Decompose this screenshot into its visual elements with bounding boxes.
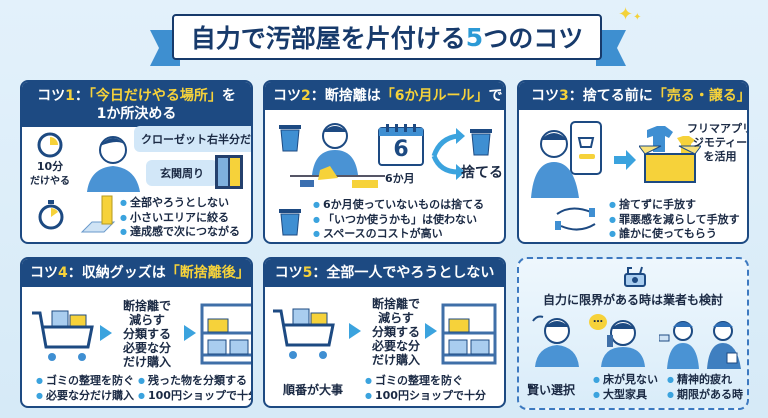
- tip-4-header: コツ4：収納グッズは「断捨離後」に: [22, 259, 251, 287]
- door-icon: [80, 195, 116, 233]
- tip-2-bullets: 6か月使っていないものは捨てる「いつか使うかも」は使わないスペースのコストが高い: [313, 198, 484, 242]
- apps-label: フリマアプリジモティーを活用: [687, 122, 749, 163]
- tip-3-header: コツ3：捨てる前に「売る・譲る」: [519, 82, 747, 110]
- thinking-person-illustration: [87, 136, 140, 192]
- play-arrow-icon-2: [425, 323, 437, 339]
- sorting-person-illustration: [290, 123, 385, 188]
- pro-bullets-right: 精神的疲れ期限がある時: [667, 373, 743, 402]
- play-arrow-icon-2: [184, 325, 196, 341]
- tip-card-5: コツ5：全部一人でやろうとしない 断捨離で減らす分類する必要な分だけ購入 順番が…: [263, 257, 506, 408]
- discard-label: 捨てる: [461, 165, 503, 181]
- shopping-cart-icon: [273, 308, 335, 359]
- tip-1-bullets: 全部やろうとしない小さいエリアに絞る達成感で次につながる: [120, 196, 240, 240]
- trash-can-icon: [279, 125, 301, 152]
- clock-icon: [37, 132, 63, 158]
- giving-hands-icon: [555, 207, 596, 231]
- bubble-entrance: 玄関周り: [146, 160, 218, 186]
- toolbox-icon: [624, 266, 646, 287]
- tip-card-2: コツ2：断捨離は「6か月ルール」で 6 6か月 捨てる 6か月使っていないものは…: [263, 80, 506, 244]
- storage-shelf-icon: [200, 303, 251, 365]
- closet-icon: [215, 155, 243, 189]
- pro-bullets-left: 床が見ない大型家具: [593, 373, 658, 402]
- professional-help-card: 自力に限界がある時は業者も検討 … 賢い選択 床が見ない大型家具 精神的疲れ期限…: [517, 257, 749, 410]
- tip-5-bullets: ゴミの整理を防ぐ100円ショップで十分: [365, 374, 486, 403]
- title-text: 自力で汚部屋を片付ける: [190, 24, 466, 53]
- tip-5-steps: 断捨離で減らす分類する必要な分だけ購入: [371, 297, 420, 367]
- speech-bubble: …: [589, 314, 607, 330]
- tip-5-header: コツ5：全部一人でやろうとしない: [265, 259, 504, 287]
- tip-4-steps: 断捨離で減らす分類する必要な分だけ購入: [122, 299, 171, 369]
- shopping-cart-icon: [32, 310, 94, 361]
- arrows-icon: [431, 128, 465, 180]
- person-with-phone-illustration: [531, 121, 602, 198]
- bubble-closet: クローゼット右半分だけ: [134, 126, 251, 152]
- tip-4-bullets-left: ゴミの整理を防ぐ必要な分だけ購入: [36, 374, 134, 403]
- calendar-icon: [378, 124, 424, 166]
- box-with-clothes-illustration: [639, 126, 701, 183]
- time-label: 10分だけやる: [30, 160, 70, 187]
- title-number: 5: [465, 22, 484, 52]
- phone-caller-illustration: [601, 320, 645, 367]
- title-text-end: つのコツ: [483, 24, 584, 53]
- arrow-right-icon: [614, 150, 636, 170]
- pro-heading: 自力に限界がある時は業者も検討: [542, 293, 723, 307]
- play-arrow-icon: [349, 323, 361, 339]
- wise-choice-label: 賢い選択: [527, 383, 576, 397]
- calendar-number: 6: [393, 137, 409, 162]
- trash-can-icon-2: [470, 129, 492, 156]
- tip-3-bullets: 捨てずに手放す罪悪感を減らして手放す誰かに使ってもらう: [609, 198, 740, 242]
- storage-shelf-icon: [441, 303, 497, 365]
- trash-can-icon-3: [279, 209, 301, 236]
- sparkle-icon: ✦✦: [618, 4, 642, 25]
- tip-4-bullets-right: 残った物を分類する100円ショップで十分: [138, 374, 251, 403]
- calendar-label: 6か月: [385, 172, 415, 185]
- workers-illustration: [659, 321, 741, 369]
- stopwatch-icon: [38, 200, 64, 230]
- tip-2-header: コツ2：断捨離は「6か月ルール」で: [265, 82, 504, 110]
- worried-person-illustration: [532, 315, 579, 367]
- play-arrow-icon: [100, 325, 112, 341]
- order-label: 順番が大事: [283, 383, 344, 397]
